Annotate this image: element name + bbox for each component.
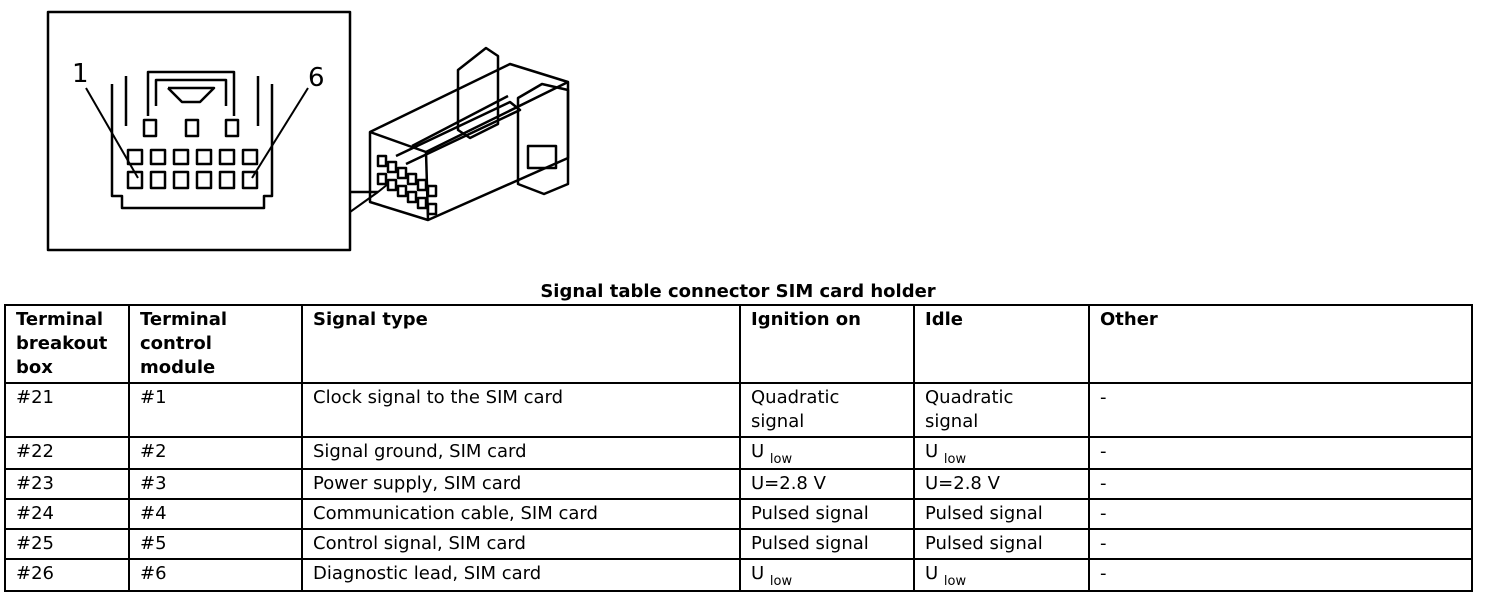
cell-idle: U low [913, 558, 1090, 592]
cell-ignition: U=2.8 V [739, 468, 915, 500]
table-row: #21 #1 Clock signal to the SIM card Quad… [4, 382, 1473, 438]
cell-signal: Communication cable, SIM card [301, 498, 741, 530]
cell-signal: Diagnostic lead, SIM card [301, 558, 741, 592]
cell-signal: Control signal, SIM card [301, 528, 741, 560]
cell-signal: Power supply, SIM card [301, 468, 741, 500]
cell-breakout: #22 [4, 436, 130, 470]
cell-breakout: #23 [4, 468, 130, 500]
cell-ignition: Pulsed signal [739, 498, 915, 530]
cell-ignition: Pulsed signal [739, 528, 915, 560]
cell-signal: Signal ground, SIM card [301, 436, 741, 470]
callout-label-1: 1 [72, 59, 89, 89]
cell-ignition: U low [739, 436, 915, 470]
header-idle: Idle [913, 304, 1090, 384]
cell-breakout: #26 [4, 558, 130, 592]
table-row: #26 #6 Diagnostic lead, SIM card U low U… [4, 558, 1473, 592]
cell-signal: Clock signal to the SIM card [301, 382, 741, 438]
cell-idle: U=2.8 V [913, 468, 1090, 500]
cell-other: - [1088, 468, 1473, 500]
cell-other: - [1088, 558, 1473, 592]
cell-idle: Pulsed signal [913, 528, 1090, 560]
cell-module: #4 [128, 498, 303, 530]
cell-module: #5 [128, 528, 303, 560]
cell-other: - [1088, 528, 1473, 560]
header-signal-type: Signal type [301, 304, 741, 384]
callout-label-6: 6 [308, 63, 325, 93]
cell-breakout: #25 [4, 528, 130, 560]
cell-breakout: #24 [4, 498, 130, 530]
cell-breakout: #21 [4, 382, 130, 438]
cell-other: - [1088, 382, 1473, 438]
cell-module: #6 [128, 558, 303, 592]
header-other: Other [1088, 304, 1473, 384]
connector-diagram: 1 6 [46, 10, 570, 252]
table-row: #23 #3 Power supply, SIM card U=2.8 V U=… [4, 468, 1473, 500]
cell-idle: U low [913, 436, 1090, 470]
table-row: #22 #2 Signal ground, SIM card U low U l… [4, 436, 1473, 470]
cell-module: #1 [128, 382, 303, 438]
table-row: #24 #4 Communication cable, SIM card Pul… [4, 498, 1473, 530]
cell-ignition: U low [739, 558, 915, 592]
table-caption: Signal table connector SIM card holder [540, 281, 936, 302]
cell-other: - [1088, 498, 1473, 530]
table-row: #25 #5 Control signal, SIM card Pulsed s… [4, 528, 1473, 560]
header-ignition-on: Ignition on [739, 304, 915, 384]
cell-idle: Pulsed signal [913, 498, 1090, 530]
cell-module: #2 [128, 436, 303, 470]
cell-module: #3 [128, 468, 303, 500]
cell-other: - [1088, 436, 1473, 470]
